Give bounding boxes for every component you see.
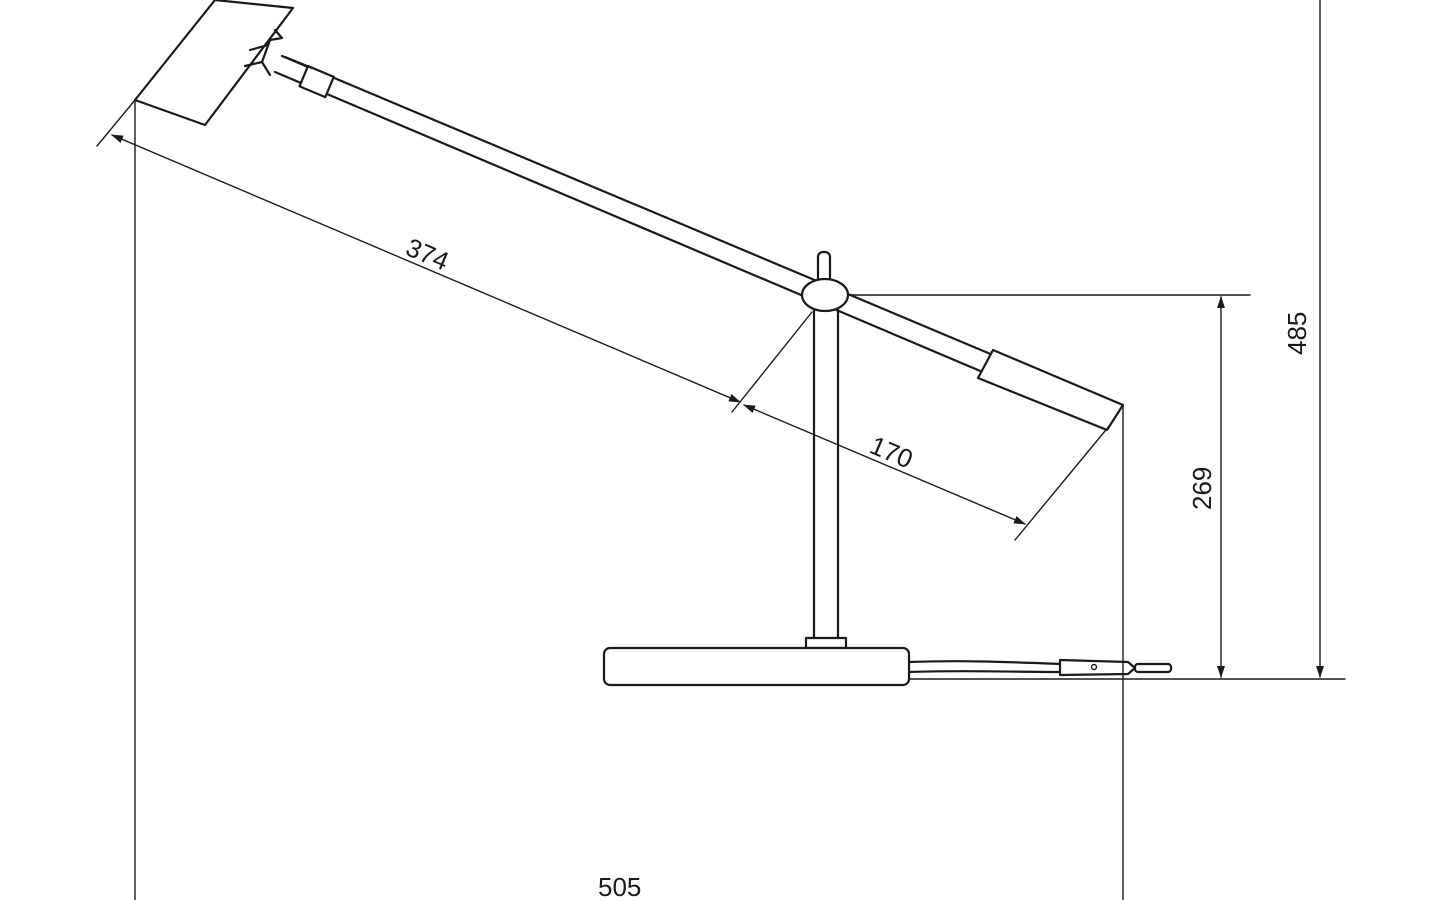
dimension-170-label: 170 <box>866 430 918 475</box>
lamp-arm <box>273 54 1002 375</box>
dimension-505-label: 505 <box>598 872 641 900</box>
counterweight <box>976 348 1125 432</box>
plug <box>1058 658 1137 677</box>
dimension-269-label: 269 <box>1187 467 1217 510</box>
lamp-base <box>602 646 911 687</box>
dimension-485: 485 <box>1282 0 1324 678</box>
lamp-head <box>133 0 295 127</box>
cable <box>907 658 1173 677</box>
extension-lines <box>96 99 1346 900</box>
dimension-170: 170 <box>743 404 1026 525</box>
arm-sleeve <box>298 64 335 99</box>
dimension-374: 374 <box>111 134 741 403</box>
dimension-374-label: 374 <box>402 232 454 277</box>
dimension-485-label: 485 <box>1282 312 1312 355</box>
dimension-269: 269 <box>1187 296 1225 678</box>
dimension-505: 505 <box>598 872 641 900</box>
pivot-joint <box>800 277 850 313</box>
